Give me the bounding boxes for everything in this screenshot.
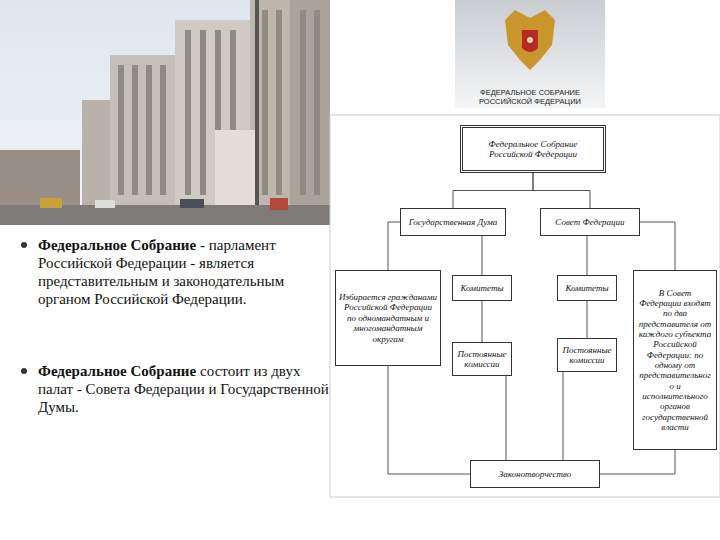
node-text: Комитеты [561, 283, 613, 293]
commission-box: Постоянные комиссии [452, 342, 512, 376]
emblem-panel [455, 0, 605, 108]
connector-line [640, 222, 675, 270]
connector-line [482, 301, 483, 342]
root-box: Федеральное Собрание Российской Федераци… [460, 125, 606, 173]
node-text: Совет Федерации [544, 217, 636, 227]
connector-line [482, 236, 483, 275]
connector-line [533, 173, 590, 208]
diagram-panel [330, 115, 720, 497]
node-text: Государственная Дума [404, 217, 502, 227]
bullet-term: Федеральное Собрание [38, 237, 196, 253]
connector-line [587, 236, 588, 275]
connector-line [506, 376, 507, 460]
node-text: Законотворчество [474, 469, 596, 479]
connector-line [388, 366, 470, 474]
connector-line [587, 301, 588, 338]
node-text: Постоянные комиссии [561, 345, 613, 366]
connector-line [600, 450, 675, 474]
node-text: В Совет Федерации входят по два представ… [637, 288, 713, 433]
commission-box: Постоянные комиссии [557, 338, 617, 372]
node-text: Комитеты [456, 283, 508, 293]
bullet-text: Федеральное Собраниесостоит из двух пала… [38, 362, 330, 416]
note-box: В Совет Федерации входят по два представ… [633, 270, 717, 450]
result-box: Законотворчество [470, 460, 600, 488]
connector-line [563, 372, 564, 460]
emblem-caption: ФЕДЕРАЛЬНОЕ СОБРАНИЕ РОССИЙСКОЙ ФЕДЕРАЦИ… [458, 88, 602, 106]
chamber-box: Государственная Дума [400, 208, 506, 236]
connector-line [453, 173, 533, 208]
chamber-box: Совет Федерации [540, 208, 640, 236]
note-box: Избирается гражданами Российской Федерац… [335, 270, 441, 366]
node-text: Постоянные комиссии [456, 349, 508, 370]
bullet-term: Федеральное Собрание [38, 363, 196, 379]
building-photo [0, 0, 330, 225]
bullet-text: Федеральное Собрание- парламент Российск… [38, 236, 330, 308]
bullet-dot [21, 242, 27, 374]
committee-box: Комитеты [452, 275, 512, 301]
node-text: Избирается гражданами Российской Федерац… [339, 292, 437, 344]
node-text: Федеральное Собрание Российской Федераци… [466, 139, 600, 160]
connector-line [388, 222, 400, 270]
committee-box: Комитеты [557, 275, 617, 301]
